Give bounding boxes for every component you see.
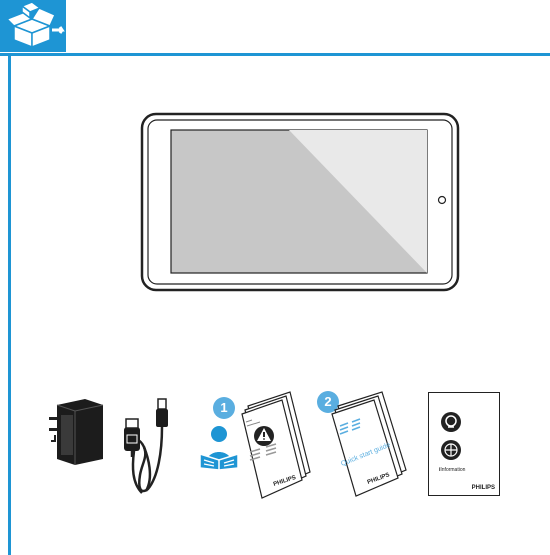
information-label: Information — [440, 467, 465, 473]
power-adapter-icon — [45, 395, 110, 470]
information-brand: PHILIPS — [472, 485, 495, 491]
tablet-icon — [140, 112, 460, 292]
information-leaflet: iInformation PHILIPS — [428, 392, 500, 496]
section-side-rule — [8, 53, 11, 555]
globe-icon — [440, 439, 462, 461]
quick-start-guide-booklet: Quick start guide PHILIPS — [330, 390, 415, 500]
usb-cable-icon — [118, 397, 183, 497]
section-divider — [0, 53, 550, 56]
support-icon — [440, 411, 462, 433]
section-icon-badge — [0, 0, 66, 52]
safety-warning-icon — [254, 426, 274, 446]
step-1-badge: 1 — [213, 397, 235, 419]
tablet-screen — [171, 130, 427, 273]
reader-icon — [198, 424, 240, 470]
safety-booklet: PHILIPS — [240, 390, 315, 500]
